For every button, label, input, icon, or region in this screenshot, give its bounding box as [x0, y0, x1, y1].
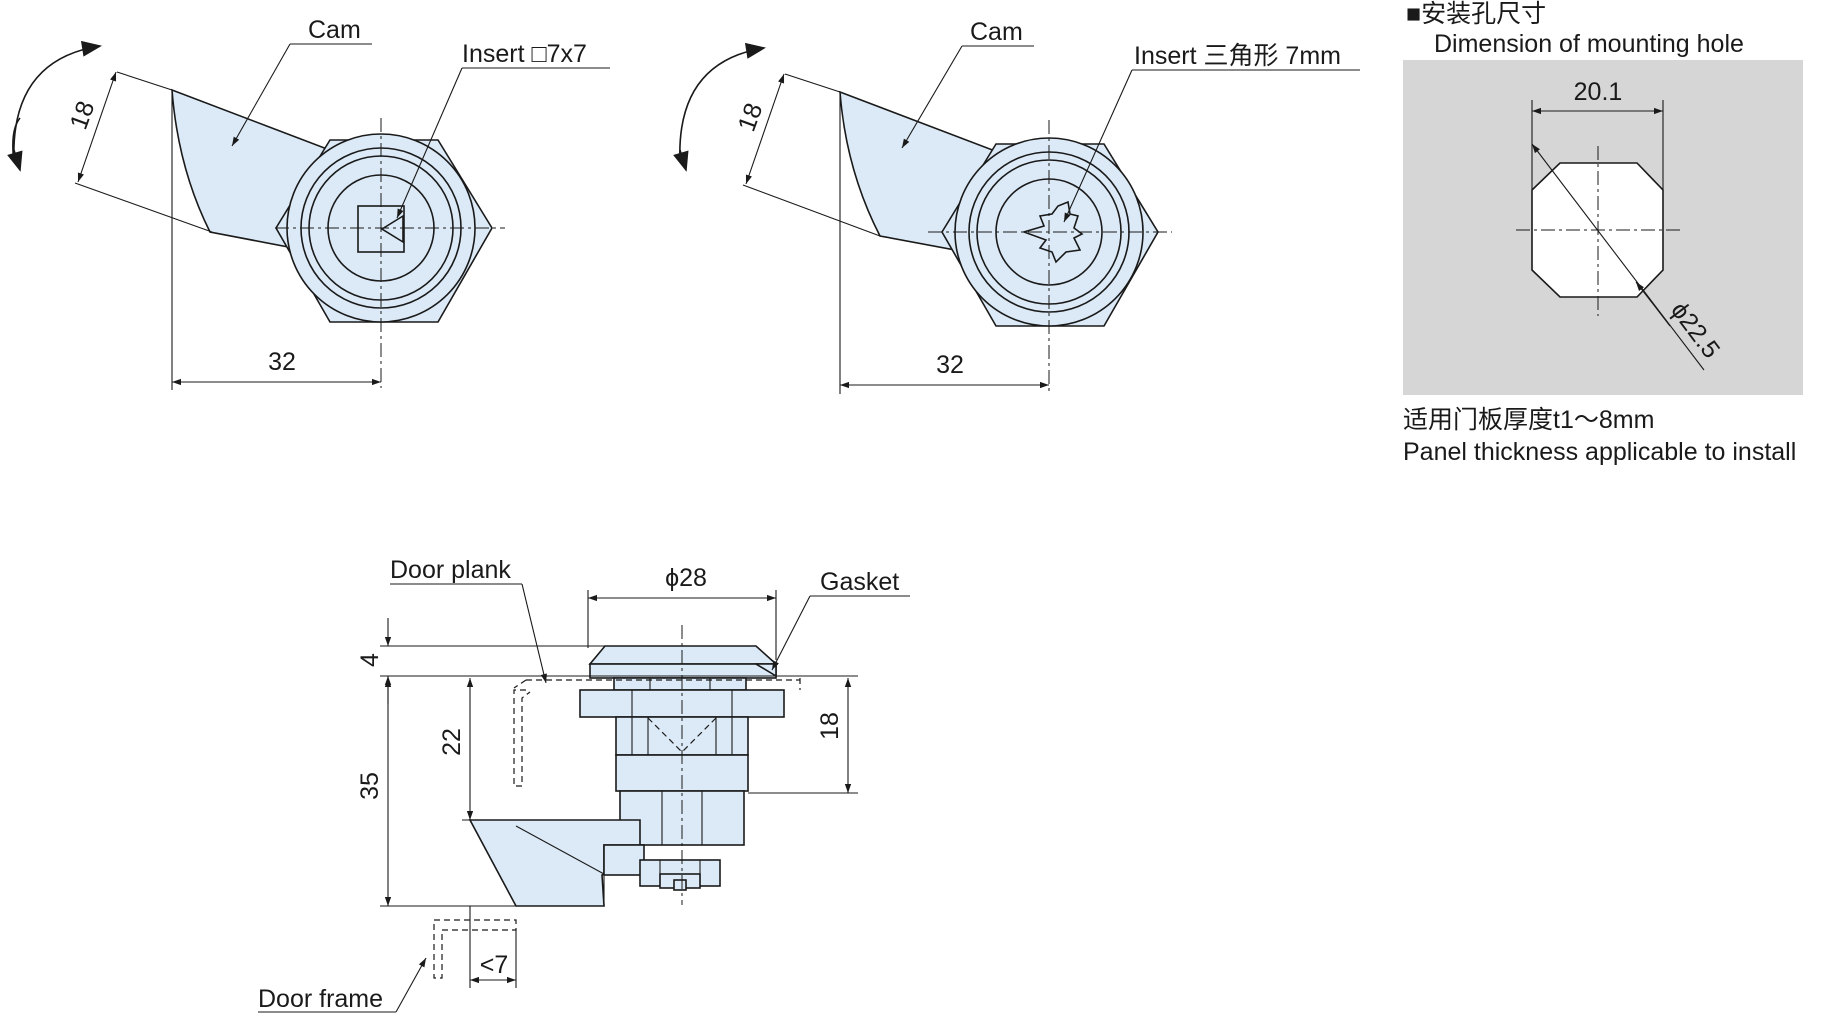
side-dim-18: 18: [816, 712, 844, 740]
side-dim-35: 35: [356, 772, 384, 800]
gasket: [753, 663, 777, 678]
side-dim-phi-28: ϕ28: [665, 564, 707, 592]
middle-triangle-insert: [1021, 200, 1084, 264]
mounting-dim-20-1: 20.1: [1574, 78, 1623, 106]
side-view: ϕ28 4 35 22 18 <7 Door plank Gasket: [258, 556, 910, 1013]
panel-note-cn: 适用门板厚度t1～8mm: [1403, 406, 1654, 434]
left-dim-32: 32: [268, 348, 296, 376]
panel-note-en: Panel thickness applicable to install: [1403, 438, 1796, 466]
door-frame-label: Door frame: [258, 985, 383, 1013]
door-frame-outline: [433, 919, 517, 979]
mounting-hole-title-cn: ■安装孔尺寸: [1406, 0, 1546, 28]
middle-cam-label: Cam: [970, 18, 1023, 46]
door-plank-label: Door plank: [390, 556, 511, 584]
left-front-view: 18 32 Cam Insert □7x7: [7, 16, 610, 390]
mounting-hole-title-en: Dimension of mounting hole: [1434, 30, 1744, 58]
left-cam-label: Cam: [308, 16, 361, 44]
middle-front-view: 18 32 Cam Insert 三角形 7mm: [673, 18, 1360, 394]
left-insert-label: Insert □7x7: [462, 40, 587, 68]
middle-rotation-arrow: [679, 42, 766, 163]
side-dim-22: 22: [438, 728, 466, 756]
middle-dim-18: 18: [733, 99, 769, 135]
middle-dim-32: 32: [936, 351, 964, 379]
door-plank-outline: [513, 678, 801, 787]
left-dim-18: 18: [65, 97, 101, 133]
middle-insert-label: Insert 三角形 7mm: [1134, 42, 1341, 70]
gasket-label: Gasket: [820, 568, 899, 596]
side-flange-top: [588, 645, 779, 665]
left-rotation-arrow: [13, 40, 102, 163]
side-dim-lt7: <7: [480, 951, 509, 979]
mounting-hole-panel: ■安装孔尺寸 Dimension of mounting hole 20.1 ϕ…: [1403, 0, 1803, 466]
side-dim-4: 4: [356, 653, 384, 667]
